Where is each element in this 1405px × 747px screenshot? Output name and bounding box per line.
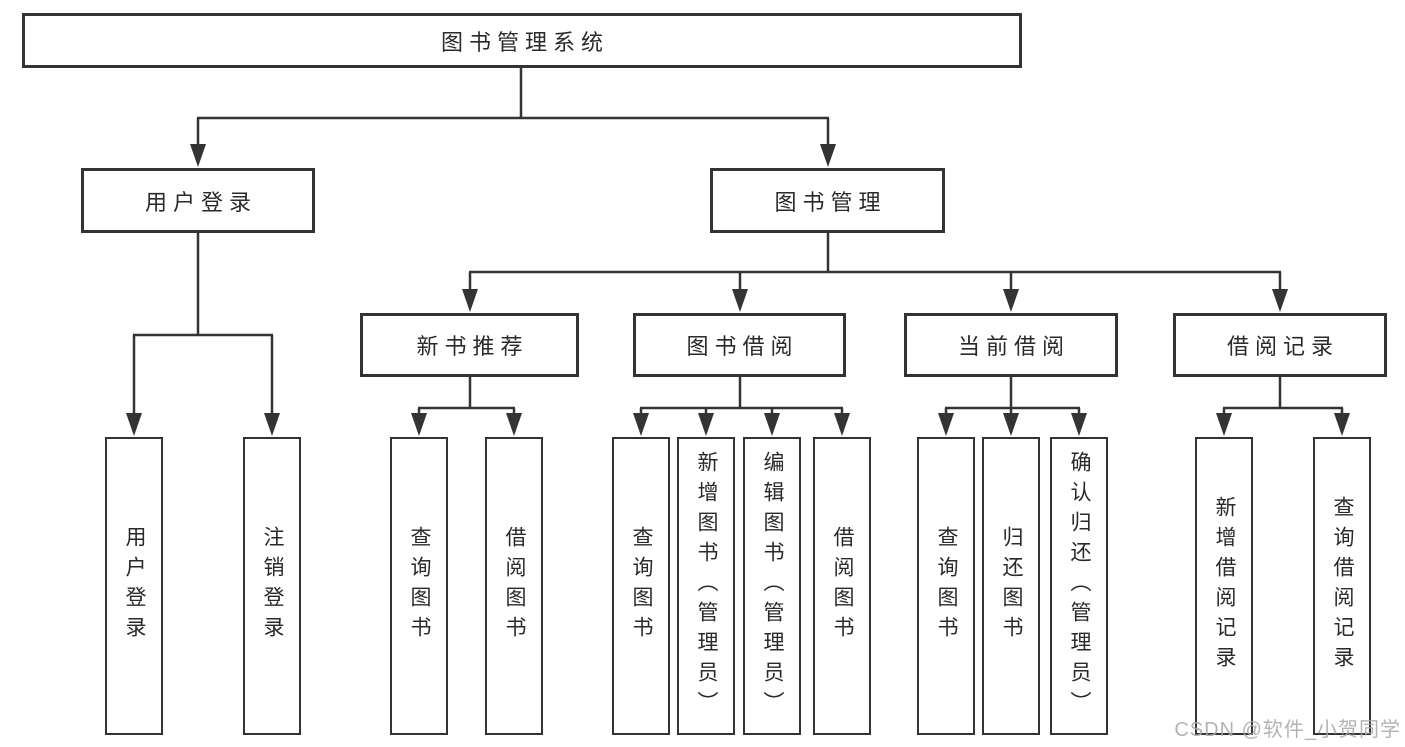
csdn-watermark: CSDN @软件_小贺同学 bbox=[1174, 719, 1401, 741]
node-current-borrow: 当前借阅 bbox=[904, 313, 1118, 377]
node-borrow-record: 借阅记录 bbox=[1173, 313, 1387, 377]
arrow-down-icon bbox=[938, 413, 954, 436]
node-book-borrow: 图书借阅 bbox=[633, 313, 846, 377]
arrow-down-icon bbox=[1071, 413, 1087, 436]
node-new-book-recommend: 新书推荐 bbox=[360, 313, 579, 377]
arrow-down-icon bbox=[633, 413, 649, 436]
leaf-borrow-book: 借阅图书 bbox=[813, 437, 871, 735]
leaf-confirm-return-admin: 确认归还（管理员） bbox=[1050, 437, 1108, 735]
leaf-logout: 注销登录 bbox=[243, 437, 301, 735]
arrow-down-icon bbox=[698, 413, 714, 436]
leaf-query-book-current: 查询图书 bbox=[917, 437, 975, 735]
arrow-down-icon bbox=[1216, 413, 1232, 436]
arrow-down-icon bbox=[732, 289, 748, 312]
leaf-query-book-borrow: 查询图书 bbox=[612, 437, 670, 735]
arrow-down-icon bbox=[1003, 289, 1019, 312]
arrow-down-icon bbox=[1003, 413, 1019, 436]
arrow-down-icon bbox=[264, 413, 280, 436]
arrow-down-icon bbox=[126, 413, 142, 436]
leaf-query-borrow-record: 查询借阅记录 bbox=[1313, 437, 1371, 735]
arrow-down-icon bbox=[506, 413, 522, 436]
arrow-down-icon bbox=[462, 289, 478, 312]
leaf-return-book: 归还图书 bbox=[982, 437, 1040, 735]
node-book-management: 图书管理 bbox=[710, 168, 945, 233]
arrow-down-icon bbox=[190, 144, 206, 167]
arrow-down-icon bbox=[820, 144, 836, 167]
arrow-down-icon bbox=[1334, 413, 1350, 436]
leaf-user-login: 用户登录 bbox=[105, 437, 163, 735]
leaf-edit-book-admin: 编辑图书（管理员） bbox=[743, 437, 801, 735]
node-user-login: 用户登录 bbox=[81, 168, 315, 233]
tree-branches bbox=[132, 68, 1344, 421]
leaf-borrow-book-recommend: 借阅图书 bbox=[485, 437, 543, 735]
arrowhead-icons bbox=[126, 144, 1350, 436]
node-library-management-system: 图书管理系统 bbox=[22, 13, 1022, 68]
arrow-down-icon bbox=[834, 413, 850, 436]
leaf-add-book-admin: 新增图书（管理员） bbox=[677, 437, 735, 735]
arrow-down-icon bbox=[411, 413, 427, 436]
leaf-query-book-recommend: 查询图书 bbox=[390, 437, 448, 735]
leaf-add-borrow-record: 新增借阅记录 bbox=[1195, 437, 1253, 735]
arrow-down-icon bbox=[1272, 289, 1288, 312]
arrow-down-icon bbox=[764, 413, 780, 436]
